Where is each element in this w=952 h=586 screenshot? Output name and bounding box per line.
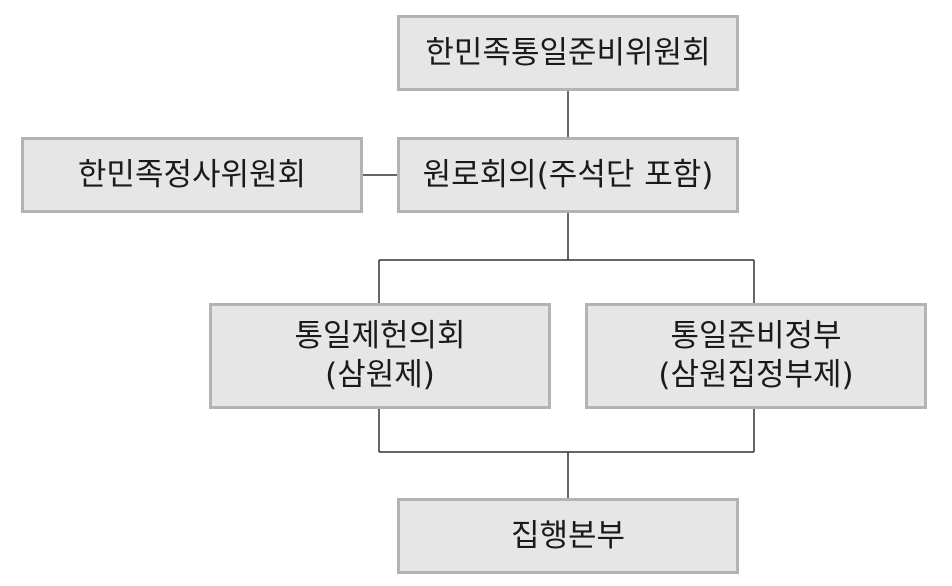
node-elders-council: 원로회의(주석단 포함) [397,137,739,213]
node-executive-headquarters: 집행본부 [397,498,739,574]
node-unification-preparation-committee: 한민족통일준비위원회 [397,15,739,91]
node-constituent-assembly: 통일제헌의회 (삼원제) [209,303,551,409]
node-administration-committee: 한민족정사위원회 [21,137,363,213]
node-preparation-government: 통일준비정부 (삼원집정부제) [585,303,927,409]
